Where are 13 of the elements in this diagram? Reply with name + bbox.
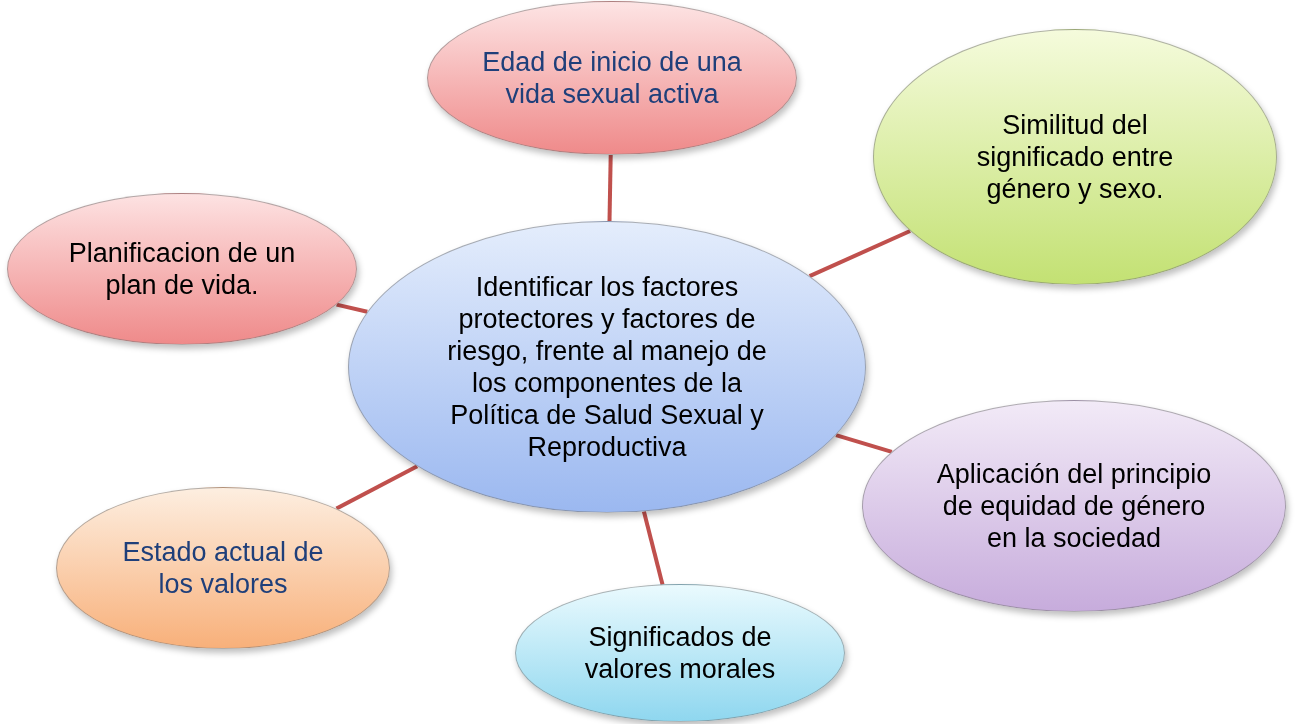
node-text: Planificacion de un plan de vida. (67, 237, 297, 301)
connector-line (335, 464, 419, 511)
node-text: Identificar los factores protectores y factores de riesgo, frente al manejo de los componentes de la Política de Salud Sexual y Reproductiva (446, 271, 768, 463)
connector-line (607, 154, 613, 222)
connector-line (835, 433, 893, 454)
connector-line (808, 229, 911, 278)
node-text: Significados de valores morales (583, 621, 777, 685)
node-text: Estado actual de los valores (121, 536, 325, 600)
node-text: Similitud del significado entre género y sexo. (975, 109, 1175, 205)
connector-line (641, 511, 665, 585)
node-text: Edad de inicio de una vida sexual activa (482, 46, 742, 110)
connector-line (336, 302, 368, 314)
node-text: Aplicación del principio de equidad de género en la sociedad (935, 458, 1213, 554)
